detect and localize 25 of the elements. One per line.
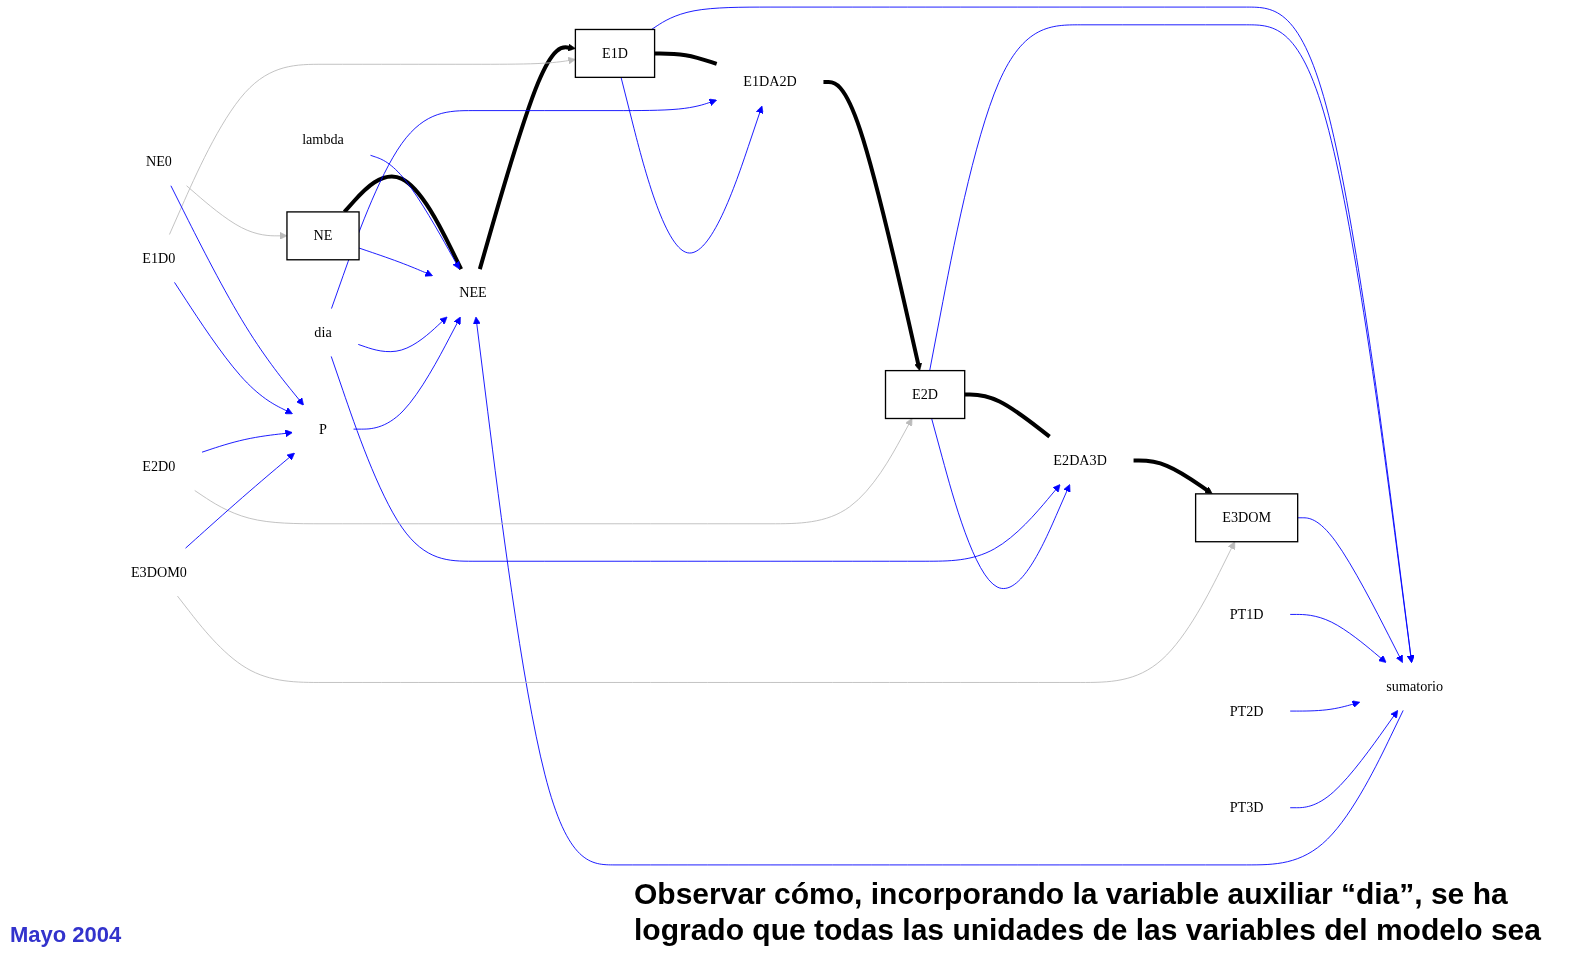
node-text: PT3D — [1229, 799, 1264, 815]
node-text: E1DA2D — [743, 74, 797, 90]
node-text: PT2D — [1229, 703, 1264, 719]
node-box: E2D — [884, 369, 966, 420]
node-text: E2DA3D — [1053, 452, 1107, 468]
connector — [654, 51, 718, 66]
arrow — [477, 43, 576, 270]
connector — [342, 174, 463, 270]
node-box: E3DOM — [1194, 493, 1299, 543]
caption: Observar cómo, incorporando la variable auxiliar “dia”, se ha logrado que todas las unidades de las variables del modelo sea — [634, 876, 1542, 948]
arrow — [1133, 458, 1213, 495]
node-text: E2D0 — [142, 458, 176, 474]
node-text: P — [319, 421, 327, 437]
node-box: E1D — [574, 28, 656, 79]
node-text: lambda — [302, 131, 344, 147]
node-text: dia — [314, 324, 332, 340]
node-text: E3DOM0 — [130, 564, 187, 580]
node-text: E1D0 — [142, 250, 176, 266]
node-text: PT1D — [1229, 606, 1264, 622]
connector — [964, 392, 1051, 439]
node-text: NE0 — [145, 153, 172, 169]
node-box: NE — [286, 211, 360, 261]
date-note: Mayo 2004 — [10, 922, 122, 948]
node-text: sumatorio — [1386, 678, 1444, 694]
node-text: NEE — [459, 285, 487, 301]
